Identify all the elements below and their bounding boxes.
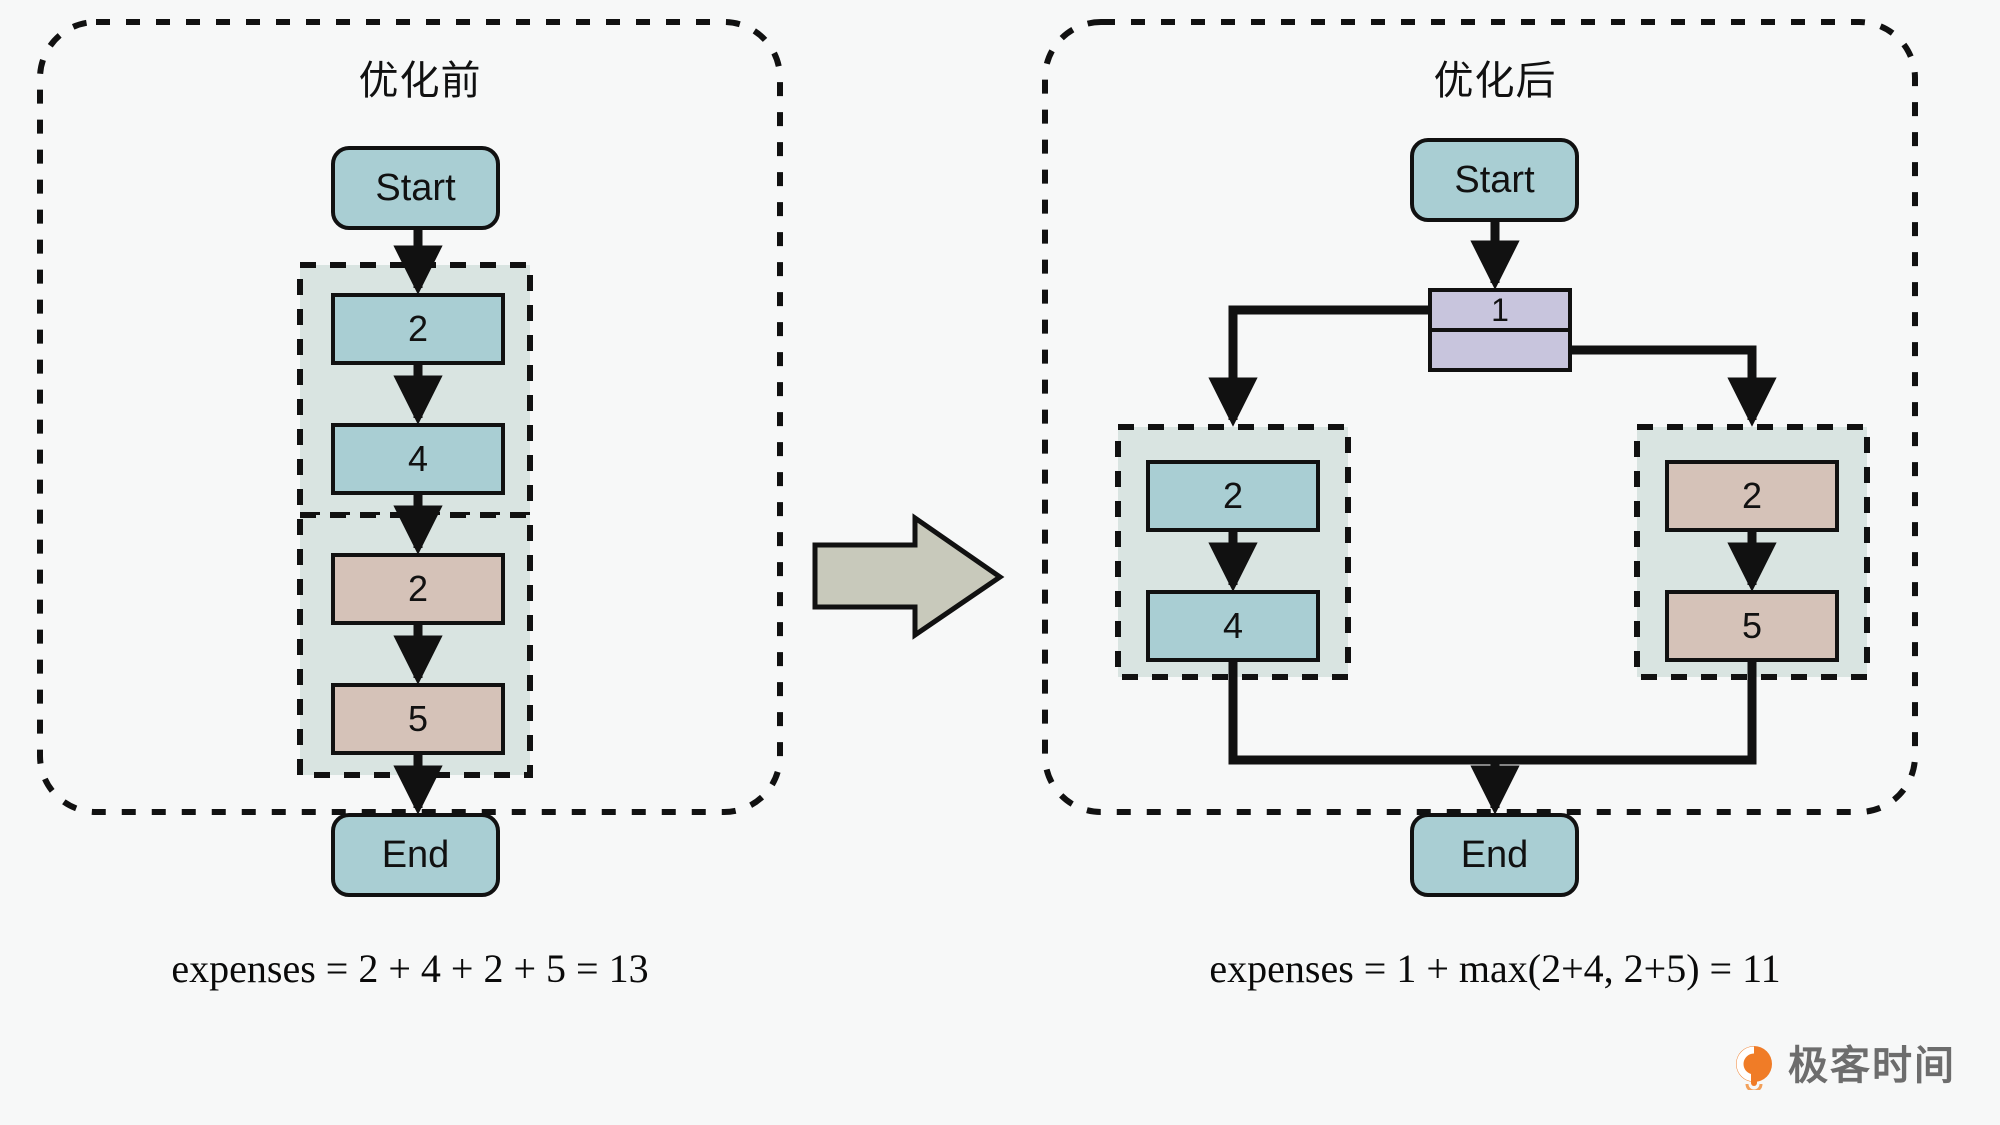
- left-panel-frame: [37, 19, 783, 815]
- watermark: 极客时间: [1730, 1042, 1956, 1090]
- left-end-node: [331, 813, 500, 897]
- left-node-2b: [331, 553, 505, 625]
- right-node-2-right-label: 2: [1741, 475, 1763, 516]
- left-node-5-label: 5: [407, 698, 429, 739]
- right-start-label: Start: [1454, 158, 1535, 201]
- right-node-5-right: [1665, 590, 1839, 662]
- left-panel-title: 优化前: [358, 59, 482, 103]
- right-expenses-formula: expenses = 1 + max(2+4, 2+5) = 11: [1209, 946, 1781, 991]
- right-edge-split-left: [1208, 305, 1430, 427]
- left-expenses-formula: expenses = 2 + 4 + 2 + 5 = 13: [171, 946, 649, 991]
- left-start-label: Start: [375, 166, 456, 209]
- right-split-node-top: [1428, 288, 1572, 332]
- geektime-logo-icon: [1736, 1046, 1772, 1090]
- left-node-2a-label: 2: [407, 308, 429, 349]
- right-end-node: [1410, 813, 1579, 897]
- right-node-2-left-label: 2: [1222, 475, 1244, 516]
- right-edge-split-right: [1570, 345, 1777, 427]
- left-node-4-label: 4: [407, 438, 429, 479]
- right-split-label: 1: [1491, 291, 1509, 328]
- watermark-text: 极客时间: [1788, 1044, 1956, 1088]
- left-node-5: [331, 683, 505, 755]
- right-node-5-right-label: 5: [1741, 605, 1763, 646]
- right-split-node-bottom: [1428, 328, 1572, 372]
- left-node-2b-label: 2: [407, 568, 429, 609]
- left-end-label: End: [381, 833, 450, 876]
- left-node-2a: [331, 293, 505, 365]
- right-end-label: End: [1460, 833, 1529, 876]
- right-panel-title: 优化后: [1433, 59, 1557, 103]
- left-node-4: [331, 423, 505, 495]
- right-edge-merge-right: [1495, 660, 1757, 765]
- transform-arrow-shape: [812, 513, 1005, 640]
- right-node-2-right: [1665, 460, 1839, 532]
- right-node-4-left-label: 4: [1222, 605, 1244, 646]
- right-edge-merge-left: [1228, 660, 1495, 765]
